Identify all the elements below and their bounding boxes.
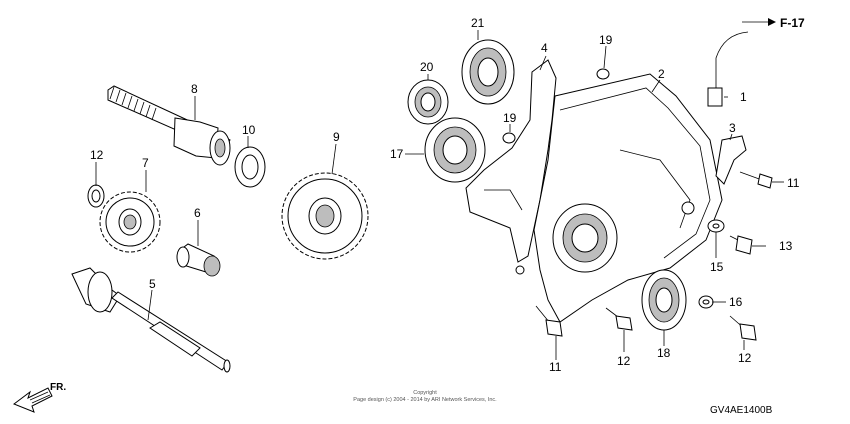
callout-18: 18 bbox=[657, 346, 671, 360]
callout-labels: 8 10 12 7 6 9 5 21 20 17 19 19 4 2 1 3 1… bbox=[90, 16, 800, 374]
part-20-bearing[interactable] bbox=[407, 79, 449, 125]
part-8-shaft[interactable] bbox=[107, 85, 231, 166]
callout-14: 12 bbox=[90, 148, 104, 162]
leader-lines bbox=[95, 30, 784, 360]
part-5-shaft[interactable] bbox=[71, 267, 231, 373]
part-17-bearing[interactable] bbox=[424, 117, 486, 183]
callout-10: 10 bbox=[242, 123, 256, 137]
callout-7: 7 bbox=[142, 156, 149, 170]
part-9-gear[interactable] bbox=[281, 172, 369, 260]
part-19-dowel-pin[interactable] bbox=[596, 68, 610, 80]
callout-16: 16 bbox=[729, 295, 743, 309]
part-21-bearing[interactable] bbox=[461, 39, 515, 105]
callout-6: 6 bbox=[194, 206, 201, 220]
figure-reference: F-17 bbox=[742, 16, 805, 30]
part-7-gear[interactable] bbox=[99, 191, 161, 253]
callout-8: 8 bbox=[191, 82, 198, 96]
part-16-washer[interactable] bbox=[698, 295, 714, 309]
part-3-clamp[interactable] bbox=[715, 135, 747, 185]
part-1-sensor[interactable] bbox=[707, 31, 749, 107]
callout-19: 19 bbox=[503, 111, 517, 125]
arrow-left-icon bbox=[12, 387, 53, 413]
callout-1: 1 bbox=[740, 90, 747, 104]
callout-20: 20 bbox=[420, 60, 434, 74]
part-15-washer[interactable] bbox=[707, 219, 725, 233]
callout-17: 17 bbox=[390, 147, 404, 161]
front-label: FR. bbox=[50, 382, 66, 393]
callout-9: 9 bbox=[333, 130, 340, 144]
callout-11: 11 bbox=[549, 360, 562, 374]
callout-3: 3 bbox=[729, 121, 736, 135]
callout-15: 15 bbox=[710, 260, 724, 274]
part-18-oil-seal[interactable] bbox=[641, 269, 687, 331]
part-12-bolt[interactable] bbox=[729, 315, 757, 341]
callout-12: 12 bbox=[617, 354, 631, 368]
part-6-pinion[interactable] bbox=[176, 243, 221, 277]
part-11-bolt[interactable] bbox=[535, 305, 563, 337]
front-direction-arrow: FR. bbox=[12, 382, 66, 413]
callout-12: 12 bbox=[738, 351, 752, 365]
part-10-collar[interactable] bbox=[234, 146, 266, 188]
callout-21: 21 bbox=[471, 16, 485, 30]
callout-11: 11 bbox=[787, 176, 800, 190]
part-2-transmission-cover[interactable] bbox=[515, 73, 723, 323]
callout-13: 13 bbox=[779, 239, 793, 253]
callout-5: 5 bbox=[149, 277, 156, 291]
callout-2: 2 bbox=[658, 67, 665, 81]
callout-4: 4 bbox=[541, 41, 548, 55]
figure-reference-label: F-17 bbox=[780, 16, 805, 30]
copyright-line-1: Copyright bbox=[413, 390, 437, 396]
part-4-gasket[interactable] bbox=[465, 59, 557, 263]
diagram-code: GV4AE1400B bbox=[710, 405, 773, 416]
part-14-washer[interactable] bbox=[87, 184, 105, 208]
copyright-line-2: Page design (c) 2004 - 2014 by ARI Netwo… bbox=[353, 397, 497, 403]
part-12-bolt[interactable] bbox=[605, 307, 633, 331]
part-11-bolt[interactable] bbox=[739, 171, 773, 189]
part-13-bolt[interactable] bbox=[729, 235, 753, 255]
part-19-dowel-pin[interactable] bbox=[502, 132, 516, 144]
callout-19: 19 bbox=[599, 33, 613, 47]
